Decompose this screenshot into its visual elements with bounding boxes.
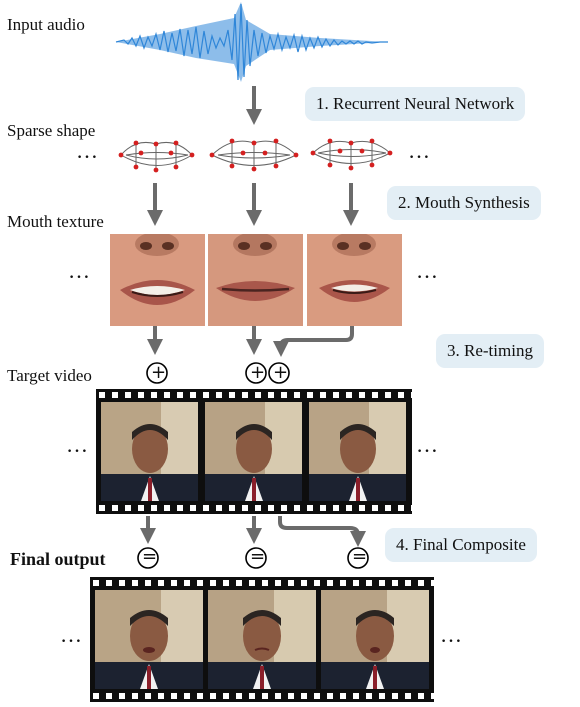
mouth-texture-2: [208, 234, 303, 326]
equals-operator-3: [347, 547, 369, 569]
step-mouth-synthesis: 2. Mouth Synthesis: [387, 186, 541, 220]
mouth-texture-label: Mouth texture: [7, 212, 104, 231]
plus-operator-3: [268, 362, 290, 384]
equals-symbol-1: =: [142, 546, 158, 567]
ellipsis-right-output: …: [440, 622, 463, 647]
target-frame-2: [205, 402, 302, 501]
plus-operator-2: [245, 362, 267, 384]
ellipsis-left-shape: …: [76, 138, 99, 163]
mouth-texture-3: [307, 234, 402, 326]
final-output-filmstrip: [90, 577, 434, 702]
ellipsis-left-mouth: …: [68, 258, 91, 283]
ellipsis-right-mouth: …: [416, 258, 439, 283]
lip-shape-1: [118, 140, 195, 173]
equals-operator-2: [245, 547, 267, 569]
output-frame-3: [321, 590, 429, 689]
target-frame-1: [101, 402, 198, 501]
lip-shape-3: [310, 138, 393, 171]
plus-symbol-2: +: [250, 362, 266, 383]
target-video-label: Target video: [7, 366, 92, 385]
output-frame-2: [208, 590, 316, 689]
step-recurrent-neural-network: 1. Recurrent Neural Network: [305, 87, 526, 121]
arrow-retiming: [273, 325, 354, 357]
arrow-composite: [278, 516, 366, 547]
plus-operator-1: [146, 362, 168, 384]
ellipsis-left-output: …: [60, 622, 83, 647]
sparse-shape-label: Sparse shape: [7, 121, 96, 140]
step-re-timing: 3. Re-timing: [436, 334, 544, 368]
ellipsis-right-shape: …: [408, 138, 431, 163]
target-video-filmstrip: [96, 389, 412, 514]
lip-shape-2: [209, 138, 299, 172]
equals-symbol-3: =: [352, 546, 368, 567]
plus-symbol-3: +: [273, 362, 289, 383]
equals-symbol-2: =: [250, 546, 266, 567]
output-frame-1: [95, 590, 203, 689]
input-audio-label: Input audio: [7, 15, 85, 34]
plus-symbol-1: +: [151, 362, 167, 383]
final-output-label: Final output: [10, 549, 106, 569]
mouth-texture-1: [110, 234, 205, 326]
equals-operator-1: [137, 547, 159, 569]
ellipsis-left-target: …: [66, 432, 89, 457]
target-frame-3: [309, 402, 406, 501]
ellipsis-right-target: …: [416, 432, 439, 457]
step-final-composite: 4. Final Composite: [385, 528, 537, 562]
